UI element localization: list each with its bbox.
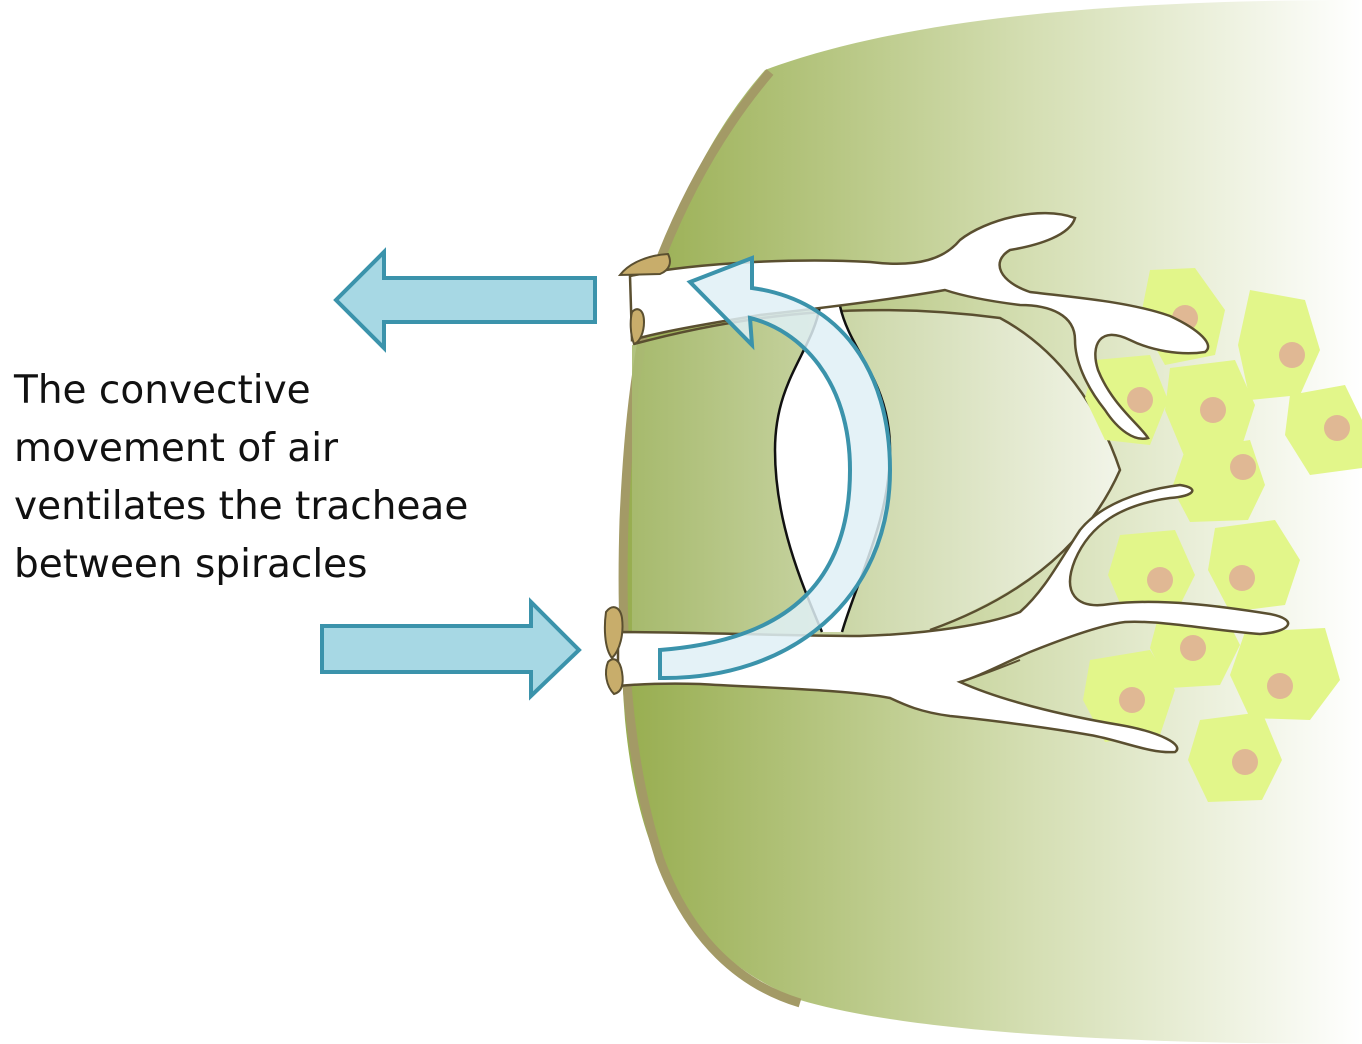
caption-line-1: The convective <box>14 362 574 420</box>
cell <box>1172 440 1265 522</box>
arrow-right-icon <box>322 602 579 696</box>
caption-line-3: ventilates the tracheae <box>14 478 574 536</box>
caption-line-2: movement of air <box>14 420 574 478</box>
arrow-left-icon <box>336 252 595 348</box>
caption-line-4: between spiracles <box>14 536 574 594</box>
diagram-caption: The convective movement of air ventilate… <box>14 362 574 594</box>
